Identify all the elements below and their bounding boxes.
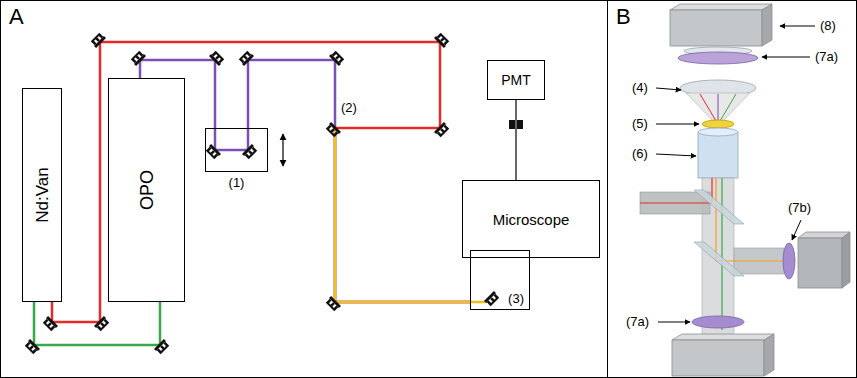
detector-box xyxy=(798,238,842,288)
figure-panel: A Nd:Van OPO (1) PMT Microscope (3) xyxy=(0,0,608,378)
yellow-beam xyxy=(470,301,486,304)
callout-number: (7a) xyxy=(626,315,649,328)
callout-number: (6) xyxy=(632,147,648,160)
detector-box xyxy=(672,340,764,376)
dichroic-mirror xyxy=(694,190,744,224)
purple-beam xyxy=(215,128,248,150)
filter-symbol xyxy=(517,120,523,129)
leader-arrow xyxy=(762,57,810,58)
dichroic-mount xyxy=(325,122,341,138)
scan-unit-box: (3) xyxy=(470,250,530,310)
opo-box: OPO xyxy=(108,78,185,302)
mirror-mount xyxy=(434,32,450,48)
laser-box: Nd:Van xyxy=(22,88,62,302)
callout-number: (8) xyxy=(820,19,836,32)
leader-arrow xyxy=(792,220,801,240)
callout-number: (4) xyxy=(632,81,648,94)
callout-number: (3) xyxy=(508,292,524,305)
mirror-mount xyxy=(325,296,341,312)
opo-name: OPO xyxy=(138,170,156,210)
light-cone xyxy=(686,93,750,122)
mirror-mount xyxy=(94,316,110,332)
objective xyxy=(698,128,738,136)
panel-letter: B xyxy=(616,6,631,28)
detector-box xyxy=(672,334,774,340)
mirror-mount xyxy=(205,144,221,160)
detector-box xyxy=(764,334,774,376)
mirror-mount xyxy=(209,50,225,66)
delay-stage-box: (1) xyxy=(205,128,268,172)
callout-number: (1) xyxy=(229,176,245,189)
mirror-mount xyxy=(130,50,146,66)
mirror-mount xyxy=(434,122,450,138)
panel-letter: A xyxy=(9,6,24,28)
beam-line xyxy=(715,178,716,261)
beam-line xyxy=(718,94,719,121)
leader-arrow xyxy=(656,154,696,156)
filter xyxy=(692,316,744,328)
filter xyxy=(678,52,758,64)
detector-box: PMT xyxy=(487,60,545,100)
callout-number: (2) xyxy=(341,101,357,114)
mirror-mount xyxy=(90,32,106,48)
leader-arrow xyxy=(658,322,690,323)
yellow-beam xyxy=(335,128,470,302)
detector-name: PMT xyxy=(501,73,531,87)
filter xyxy=(783,243,795,279)
mirror-mount xyxy=(238,50,254,66)
callout-number: (5) xyxy=(632,117,648,130)
beam-path xyxy=(140,60,215,128)
objective xyxy=(698,132,738,178)
detector-box xyxy=(762,4,772,46)
detector-box xyxy=(798,232,850,238)
microscope-name: Microscope xyxy=(493,212,570,227)
beam-line xyxy=(721,178,722,330)
detector-box xyxy=(670,10,762,46)
laser-name: Nd:Van xyxy=(34,167,51,222)
leader-arrow xyxy=(656,88,681,90)
leader-arrow xyxy=(656,124,699,125)
beam-line xyxy=(700,94,716,121)
callout-number: (7a) xyxy=(815,50,838,63)
detector-box xyxy=(842,232,850,288)
detector-box xyxy=(670,4,772,10)
mirror-mount xyxy=(484,291,500,307)
mirror-mount xyxy=(154,339,170,355)
leader-arrow xyxy=(780,26,815,27)
mirror-mount xyxy=(24,339,40,355)
mirror-mount xyxy=(329,50,345,66)
translation-arrow xyxy=(282,134,283,166)
beam-path xyxy=(52,42,470,322)
beam-line xyxy=(640,202,712,203)
beam-path xyxy=(515,100,516,180)
callout-number: (7b) xyxy=(788,201,811,214)
microscope-box: Microscope xyxy=(462,180,600,258)
mirror-mount xyxy=(242,144,258,160)
mirror-mount xyxy=(42,316,58,332)
beam-path xyxy=(248,60,470,302)
filter-symbol xyxy=(509,120,515,129)
dichroic-mirror xyxy=(694,242,744,276)
beam-line xyxy=(720,94,736,121)
sample xyxy=(702,120,734,128)
